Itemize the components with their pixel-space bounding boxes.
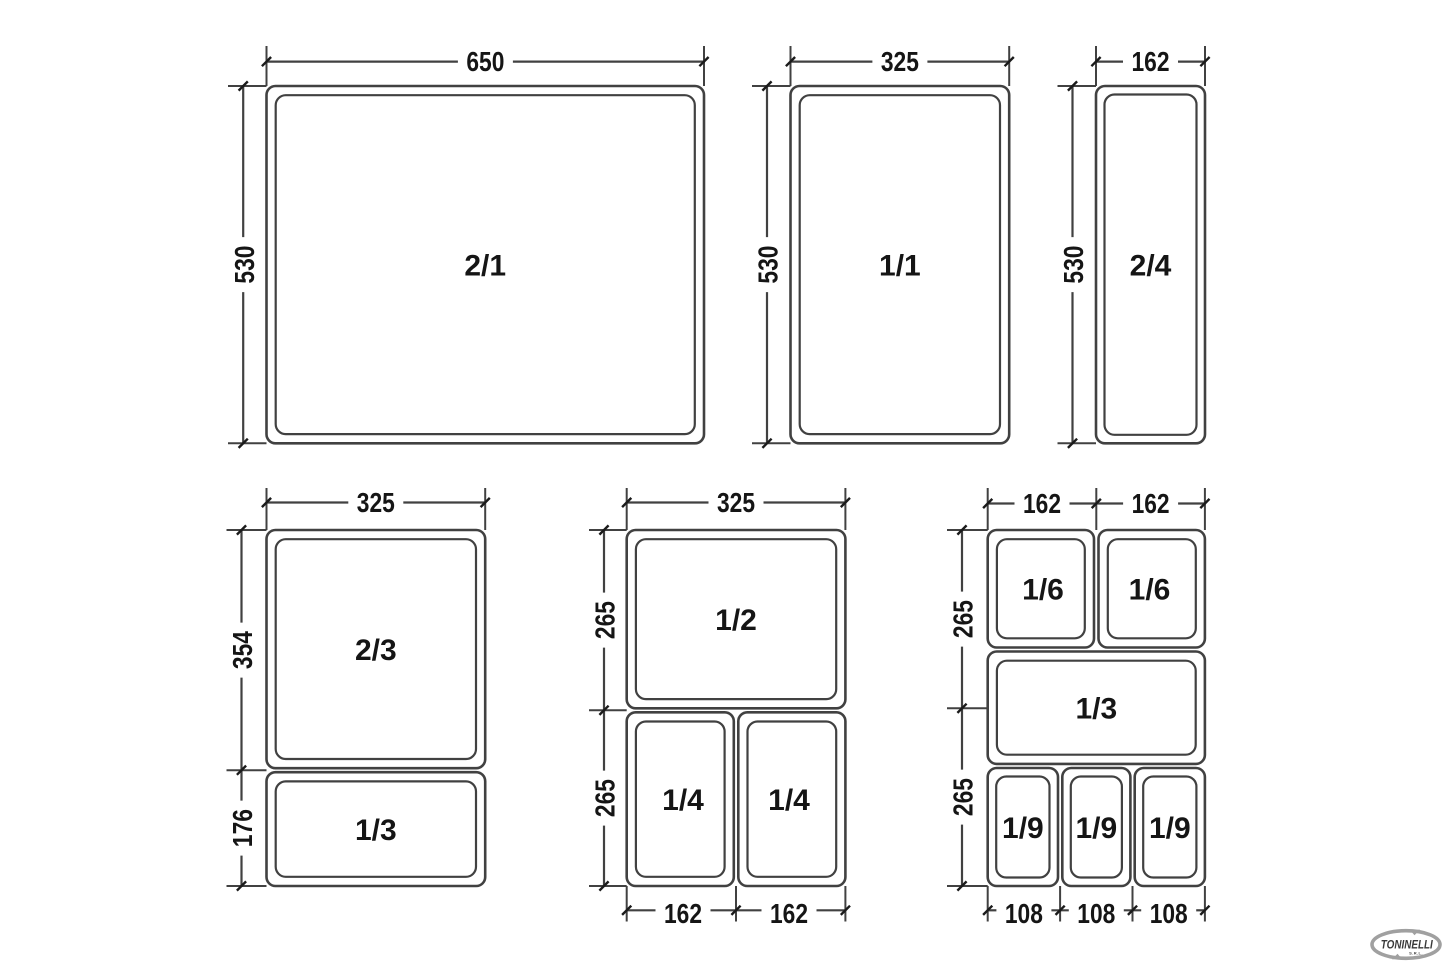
svg-text:2/4: 2/4	[1130, 249, 1172, 282]
svg-text:265: 265	[948, 778, 979, 816]
svg-text:354: 354	[227, 631, 258, 669]
svg-text:2/1: 2/1	[464, 249, 506, 282]
svg-text:1/6: 1/6	[1022, 574, 1064, 607]
svg-text:1/1: 1/1	[879, 249, 921, 282]
svg-text:530: 530	[229, 246, 260, 284]
svg-text:176: 176	[227, 809, 258, 847]
svg-text:162: 162	[664, 898, 702, 929]
svg-text:265: 265	[590, 779, 621, 817]
svg-text:2/3: 2/3	[355, 634, 397, 667]
svg-text:325: 325	[357, 487, 395, 518]
svg-text:1/4: 1/4	[662, 784, 704, 817]
svg-text:162: 162	[770, 898, 808, 929]
svg-text:325: 325	[717, 487, 755, 518]
svg-text:1/9: 1/9	[1002, 812, 1044, 845]
svg-text:1/9: 1/9	[1075, 812, 1117, 845]
svg-text:1/6: 1/6	[1129, 574, 1171, 607]
svg-text:265: 265	[590, 601, 621, 639]
svg-text:1/4: 1/4	[768, 784, 810, 817]
svg-text:650: 650	[466, 46, 504, 77]
svg-text:162: 162	[1132, 46, 1170, 77]
svg-text:530: 530	[753, 246, 784, 284]
svg-text:325: 325	[881, 46, 919, 77]
svg-text:265: 265	[948, 600, 979, 638]
svg-text:162: 162	[1132, 488, 1170, 519]
svg-text:530: 530	[1058, 246, 1089, 284]
svg-text:1/9: 1/9	[1149, 812, 1191, 845]
svg-text:1/3: 1/3	[355, 814, 397, 847]
svg-text:TONINELLI: TONINELLI	[1381, 940, 1434, 952]
svg-text:162: 162	[1023, 488, 1061, 519]
svg-text:108: 108	[1150, 898, 1188, 929]
svg-text:108: 108	[1077, 898, 1115, 929]
svg-text:S.R.L.: S.R.L.	[1409, 951, 1423, 956]
svg-text:1/2: 1/2	[715, 604, 757, 637]
svg-text:1/3: 1/3	[1075, 693, 1117, 726]
svg-text:108: 108	[1005, 898, 1043, 929]
